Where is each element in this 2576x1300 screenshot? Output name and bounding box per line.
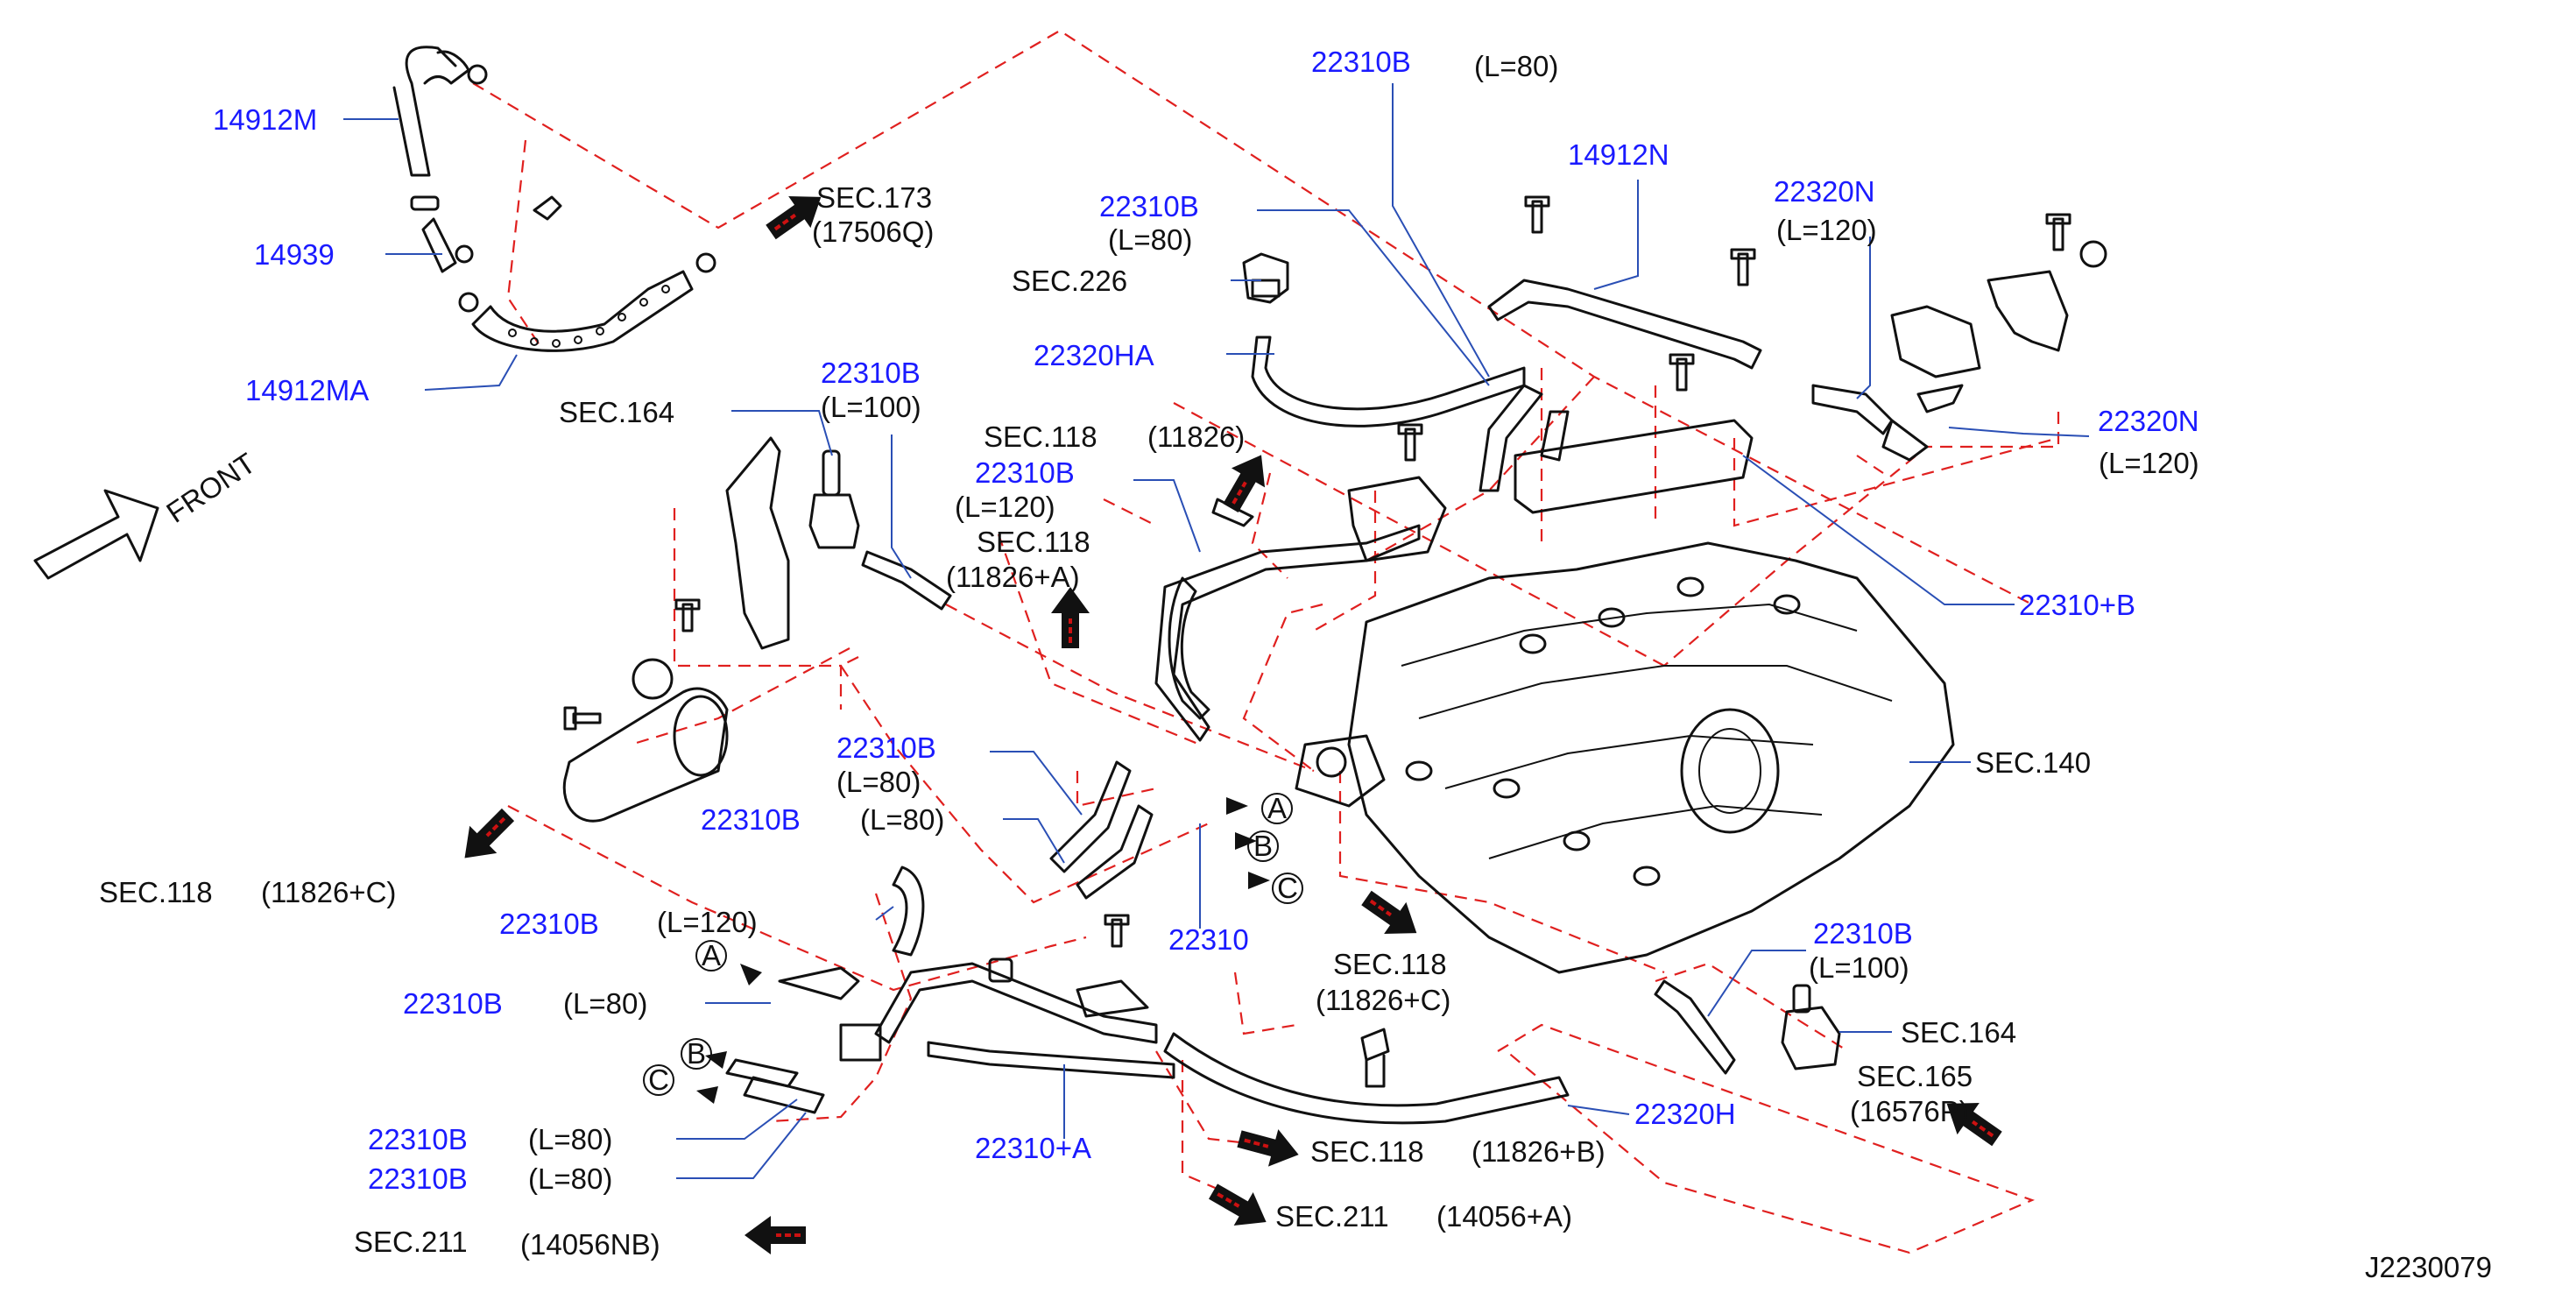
length-l80-5: (L=80) [836, 766, 921, 798]
part-number-22310: 22310 [1168, 923, 1249, 956]
part-number-22310b-3: 22310B [821, 357, 921, 389]
section-ref-sec140: SEC.140 [1975, 746, 2091, 779]
diagram-reference-code: J2230079 [2365, 1251, 2492, 1283]
part-number-22310b-2: 22310B [1099, 190, 1199, 223]
part-number-22320h: 22320H [1634, 1098, 1736, 1130]
length-l120-n2: (L=120) [2099, 447, 2199, 479]
marker-c-1: C [1277, 872, 1298, 904]
section-ref-sec118-d: SEC.118 [1333, 948, 1447, 980]
solenoid-22320n [1890, 305, 1981, 378]
section-ref-sec164-b: SEC.164 [1901, 1016, 2016, 1049]
marker-a-2: A [702, 939, 721, 971]
length-l80-6: (L=80) [860, 803, 944, 836]
bracket-sec164 [725, 436, 790, 650]
section-ref-sec164-a: SEC.164 [559, 396, 674, 428]
marker-c-2: C [648, 1063, 669, 1096]
section-ref-14056nb: (14056NB) [520, 1228, 660, 1261]
length-l80-11: (L=80) [528, 1162, 612, 1195]
hose-22310b-a [1049, 760, 1132, 873]
section-ref-14056a: (14056+A) [1436, 1200, 1572, 1233]
part-number-22310b-11: 22310B [368, 1162, 468, 1195]
length-l100-b: (L=100) [1809, 951, 1909, 984]
length-l100-a: (L=100) [821, 391, 921, 423]
part-number-14912m: 14912M [213, 103, 317, 136]
part-number-14912n: 14912N [1568, 138, 1669, 171]
length-l80-9: (L=80) [563, 987, 647, 1020]
part-number-14939: 14939 [254, 238, 335, 271]
tube-22310pa [874, 962, 1158, 1044]
part-number-14912ma: 14912MA [245, 374, 369, 406]
valve-sec164 [1781, 1006, 1841, 1070]
marker-a-1: A [1267, 792, 1287, 824]
part-number-22310b-4: 22310B [975, 456, 1075, 489]
part-number-22310pa: 22310+A [975, 1132, 1091, 1164]
length-l120-n1: (L=120) [1776, 214, 1877, 246]
length-l120-b: (L=120) [657, 906, 758, 938]
leader-lines [343, 83, 2090, 1179]
labels: 14912M 14939 14912MA SEC.173 (17506Q) 22… [99, 46, 2492, 1283]
part-number-22310b-9: 22310B [403, 987, 503, 1020]
part-number-22310pb: 22310+B [2019, 589, 2135, 621]
hose-14912m [392, 46, 457, 177]
marker-b-1: B [1253, 830, 1273, 862]
section-ref-11826a: (11826+A) [946, 561, 1080, 593]
intake-manifold [1347, 541, 1955, 974]
marker-b-2: B [687, 1037, 706, 1070]
tube-14912n [1487, 279, 1762, 370]
section-ref-11826: (11826) [1147, 420, 1245, 453]
part-number-22310b-6: 22310B [701, 803, 801, 836]
part-number-22320n-2: 22320N [2098, 405, 2199, 437]
part-number-22310b-top: 22310B [1311, 46, 1411, 78]
section-ref-11826c-2: (11826+C) [1316, 984, 1450, 1016]
section-ref-11826b: (11826+B) [1471, 1135, 1606, 1168]
length-l80-10: (L=80) [528, 1123, 612, 1155]
part-number-22310b-7: 22310B [499, 908, 599, 940]
hose-14912ma [471, 270, 694, 352]
front-label: FRONT [160, 447, 261, 529]
part-number-22320n-1: 22320N [1774, 175, 1875, 208]
section-ref-16576p: (16576P) [1850, 1095, 1969, 1127]
hose-22320h [1163, 1032, 1570, 1125]
hose-dots [508, 285, 670, 348]
tube-center [1154, 524, 1421, 742]
section-ref-sec118-a: SEC.118 [984, 420, 1097, 453]
bolts [563, 195, 2071, 948]
section-ref-11826c: (11826+C) [261, 876, 396, 908]
clip-14939 [410, 195, 440, 211]
section-ref-sec173: SEC.173 [816, 181, 932, 214]
section-arrows [464, 196, 2002, 1254]
part-number-22310b-5: 22310B [836, 731, 936, 764]
section-ref-sec118-e: SEC.118 [1310, 1135, 1424, 1168]
sensor-sec226 [1242, 252, 1289, 304]
section-ref-17506q: (17506Q) [812, 215, 934, 248]
section-ref-sec211-a: SEC.211 [1275, 1200, 1389, 1233]
section-ref-sec226: SEC.226 [1012, 265, 1127, 297]
runner-ports [1405, 576, 1801, 887]
throttle-body [1680, 708, 1780, 834]
section-ref-sec118-b: SEC.118 [977, 526, 1090, 558]
section-ref-sec118-c: SEC.118 [99, 876, 213, 908]
section-ref-sec211-b: SEC.211 [354, 1226, 468, 1258]
section-ref-sec165: SEC.165 [1857, 1060, 1973, 1092]
hose-22320ha [1251, 336, 1526, 427]
length-l120-a: (L=120) [955, 491, 1055, 523]
length-l80-top: (L=80) [1474, 50, 1558, 82]
part-number-22320ha: 22320HA [1034, 339, 1154, 371]
connector-markers: A B C A B C [643, 792, 1303, 1096]
part-number-22310b-10: 22310B [368, 1123, 468, 1155]
canister [562, 687, 729, 823]
part-number-22310b-8: 22310B [1813, 917, 1913, 950]
front-arrow [33, 489, 159, 580]
length-l80-2: (L=80) [1108, 223, 1192, 256]
bracket-22310pb [1514, 419, 1754, 514]
